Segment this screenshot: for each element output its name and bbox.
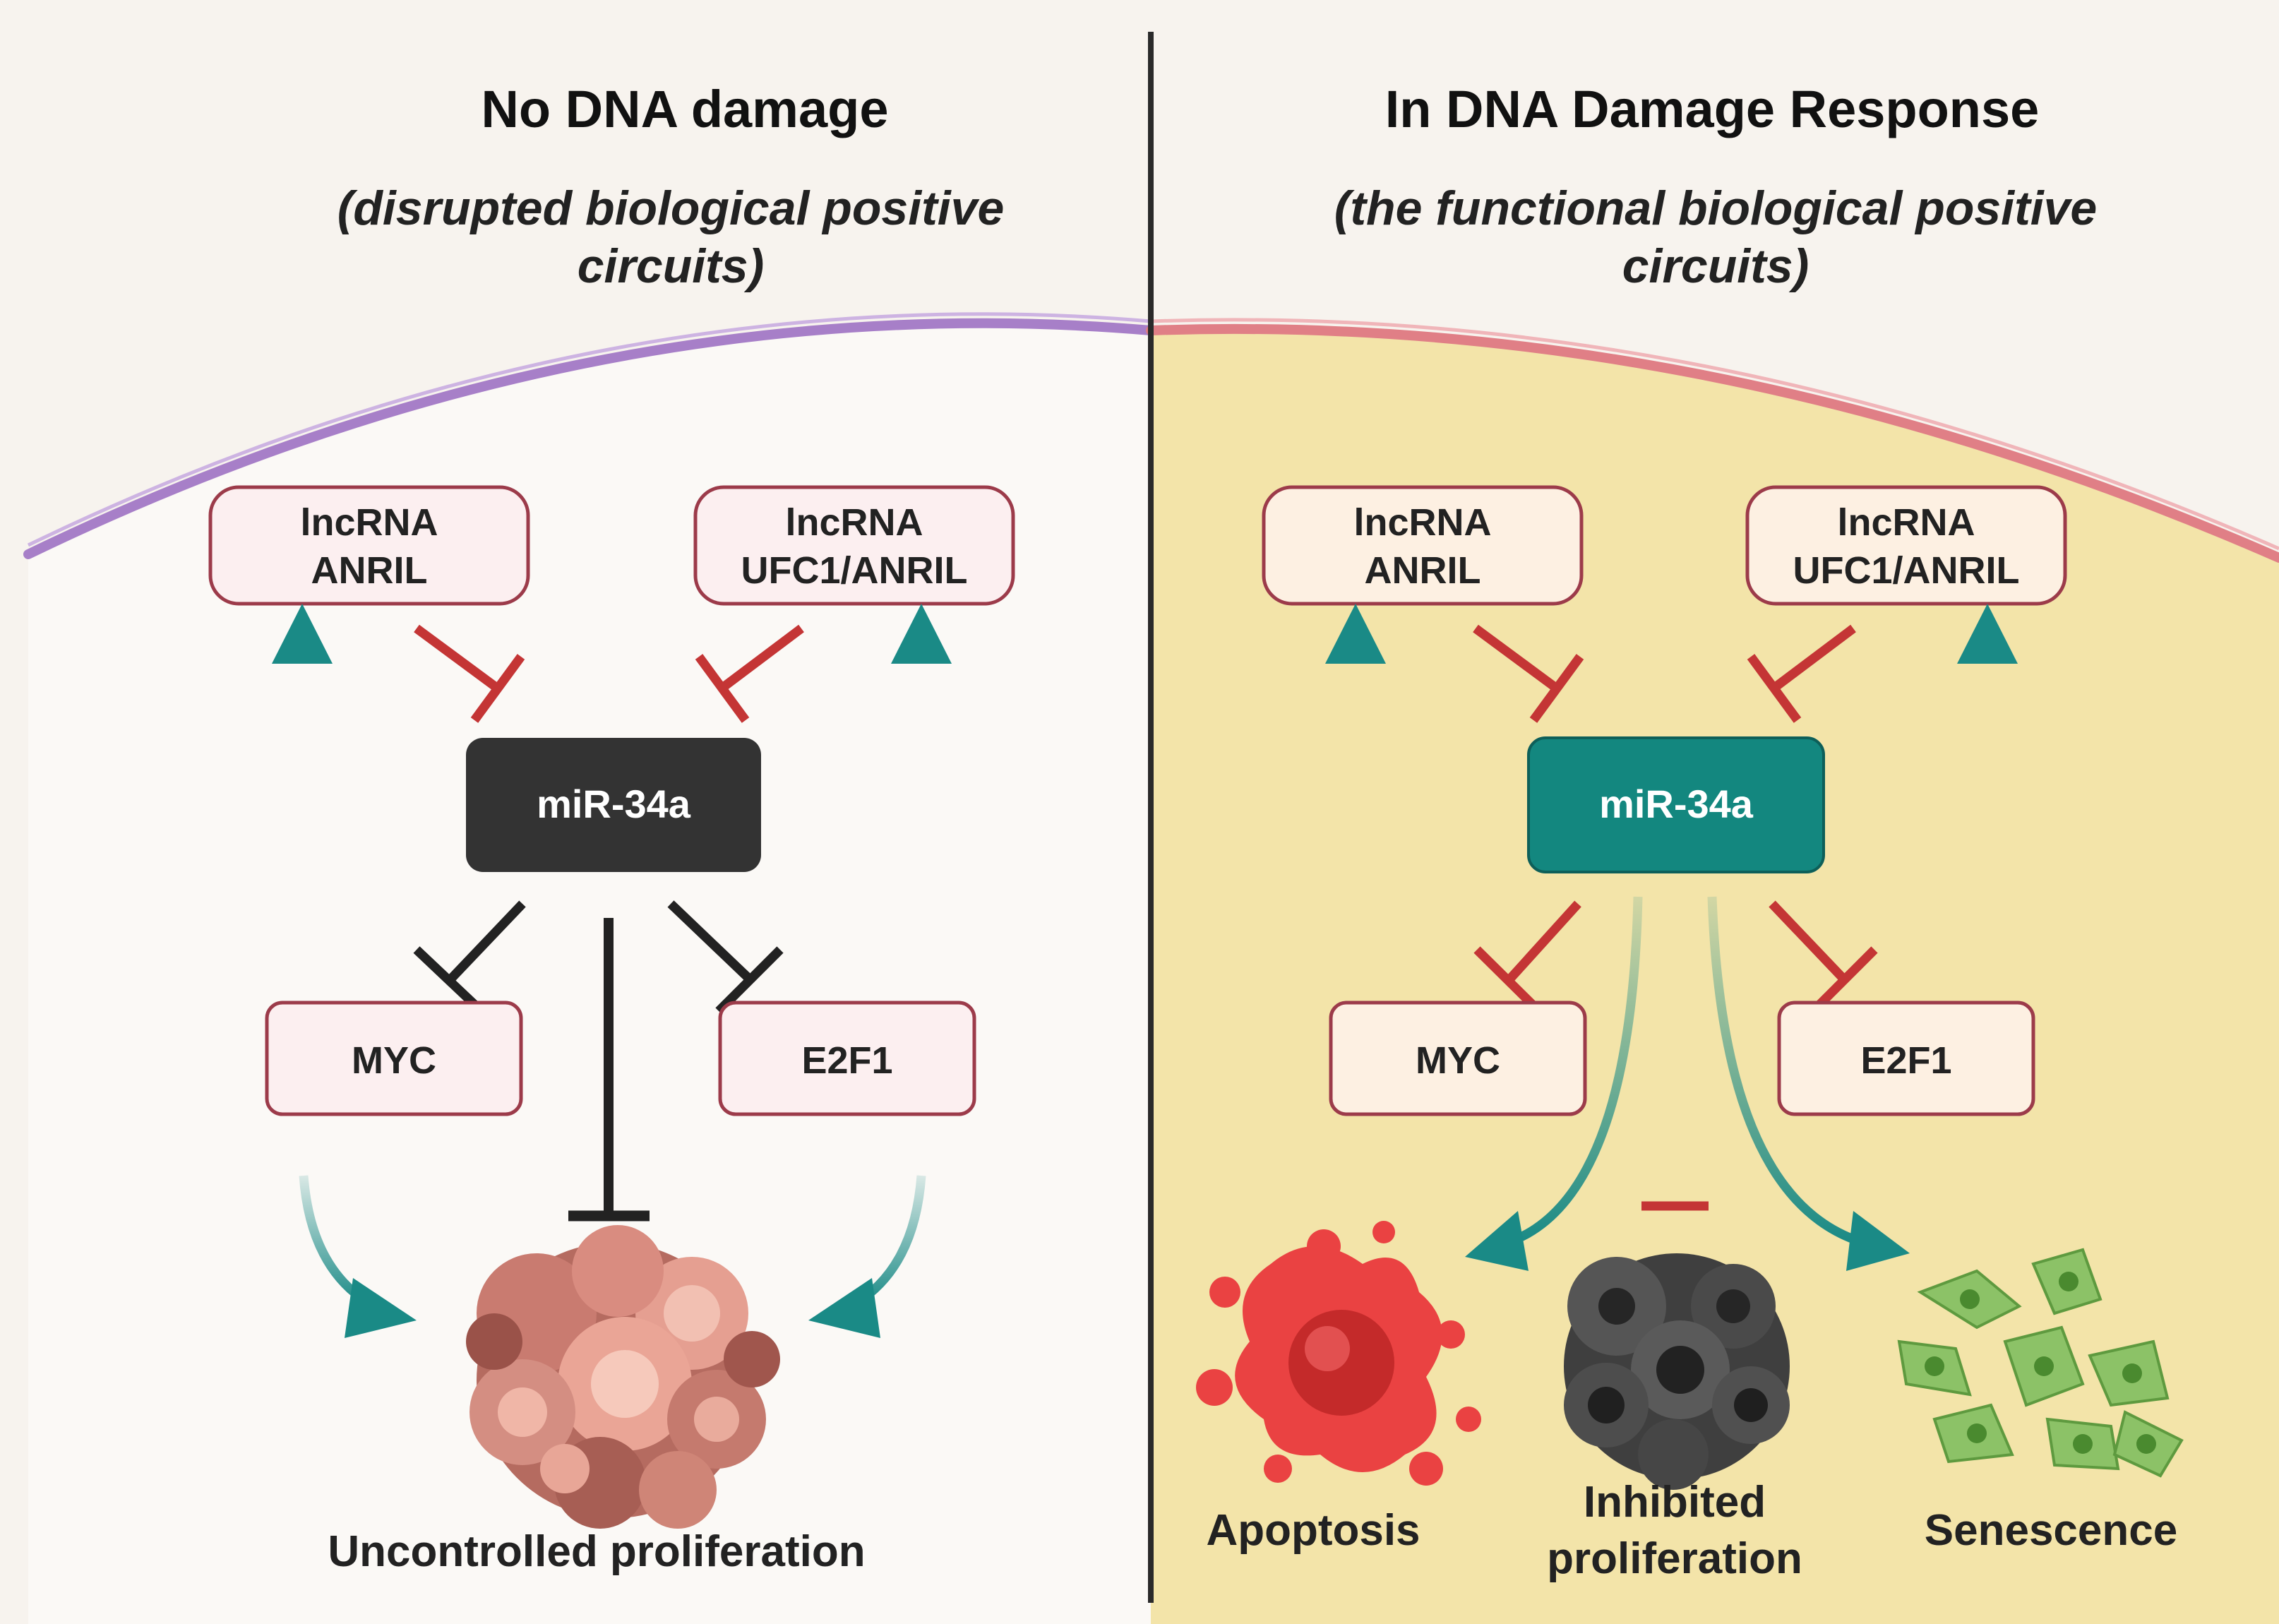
dark-cell-cluster-icon	[1564, 1253, 1790, 1490]
right-ufc1-label-line2: UFC1/ANRIL	[1793, 549, 2020, 592]
outcome-inhibited-label-line2: proliferation	[1547, 1534, 1802, 1583]
tumor-cell-cluster-icon	[466, 1225, 780, 1529]
right-panel: In DNA Damage Response (the functional b…	[1146, 0, 2279, 1624]
left-node-myc: MYC	[265, 1001, 523, 1116]
left-mir34a-label: miR-34a	[537, 782, 691, 826]
right-title: In DNA Damage Response	[1385, 80, 2040, 138]
right-node-e2f1: E2F1	[1777, 1001, 2035, 1116]
outcome-inhibited-label-line1: Inhibited	[1584, 1478, 1766, 1527]
left-node-mir34a: miR-34a	[466, 738, 761, 872]
left-anril-label-line1: lncRNA	[300, 501, 438, 544]
left-proliferation-activation-arrows	[299, 1175, 926, 1338]
left-subtitle-line1: (disrupted biological positive	[337, 181, 1005, 235]
left-myc-label: MYC	[352, 1039, 436, 1082]
left-lncrna-inhibition-arrows	[414, 624, 804, 723]
right-subtitle-line2: circuits)	[1622, 239, 1810, 293]
left-subtitle-line2: circuits)	[578, 239, 765, 293]
right-ufc1-label-line1: lncRNA	[1837, 501, 1975, 544]
outcome-senescence-label: Senescence	[1925, 1506, 2177, 1555]
right-node-lncrna-anril: lncRNA ANRIL	[1262, 485, 1584, 606]
right-node-lncrna-ufc1-anril: lncRNA UFC1/ANRIL	[1745, 485, 2067, 606]
right-subtitle-line1: (the functional biological positive	[1334, 181, 2098, 235]
right-lncrna-inhibition-arrows	[1473, 624, 1856, 723]
left-feedback-activation-arrows	[272, 604, 952, 974]
outcome-apoptosis-label: Apoptosis	[1206, 1506, 1420, 1555]
left-ufc1-label-line1: lncRNA	[785, 501, 923, 544]
left-cell-membrane	[23, 318, 1156, 559]
apoptotic-cell-icon	[1196, 1221, 1481, 1486]
left-ufc1-label-line2: UFC1/ANRIL	[741, 549, 968, 592]
right-node-mir34a: miR-34a	[1527, 736, 1825, 873]
right-node-myc: MYC	[1329, 1001, 1587, 1116]
right-outcome-arrows	[1465, 896, 1910, 1271]
left-panel: No DNA damage (disrupted biological posi…	[0, 0, 1156, 1624]
left-node-lncrna-anril: lncRNA ANRIL	[208, 485, 530, 606]
right-mir34a-label: miR-34a	[1599, 782, 1754, 826]
senescent-cells-icon	[1897, 1248, 2184, 1478]
right-feedback-activation-arrows	[1325, 604, 2018, 974]
left-e2f1-label: E2F1	[801, 1039, 892, 1082]
left-title: No DNA damage	[481, 80, 888, 138]
left-anril-label-line2: ANRIL	[311, 549, 428, 592]
right-e2f1-label: E2F1	[1860, 1039, 1951, 1082]
right-anril-label-line1: lncRNA	[1353, 501, 1491, 544]
right-myc-label: MYC	[1416, 1039, 1500, 1082]
left-node-lncrna-ufc1-anril: lncRNA UFC1/ANRIL	[693, 485, 1015, 606]
left-outcome-label: Uncontrolled proliferation	[328, 1527, 865, 1576]
left-node-e2f1: E2F1	[718, 1001, 976, 1116]
right-anril-label-line2: ANRIL	[1365, 549, 1481, 592]
right-cell-membrane	[1146, 323, 2279, 563]
